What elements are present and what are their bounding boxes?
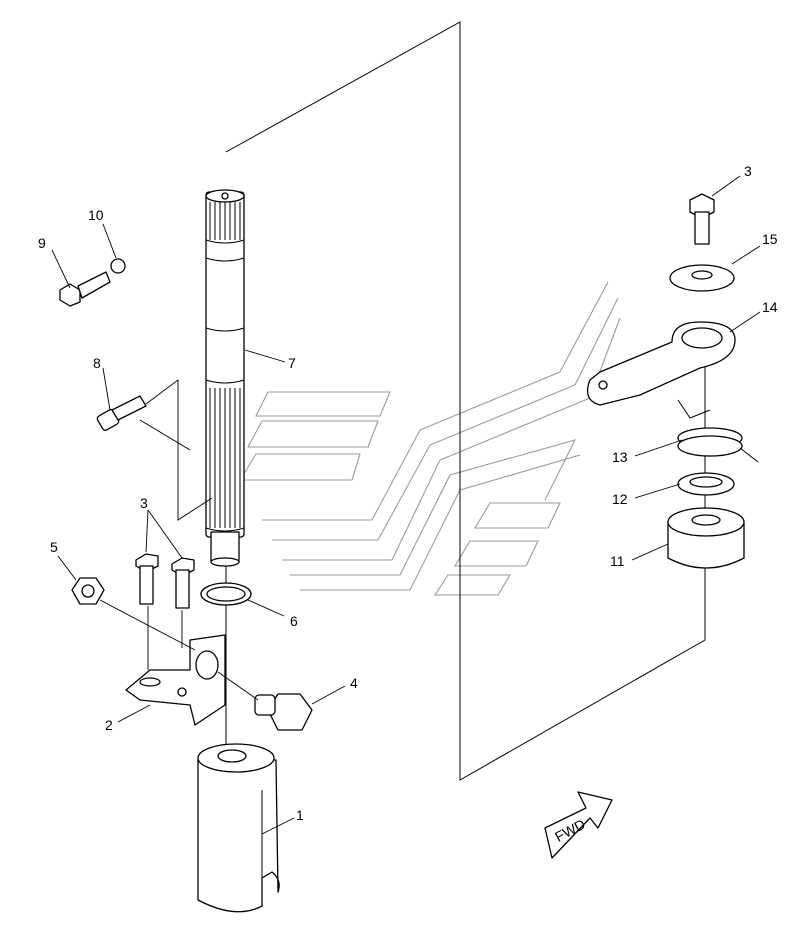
ball xyxy=(110,258,126,274)
callout-2: 2 xyxy=(105,717,113,733)
hex-nut xyxy=(71,577,105,605)
callout-9: 9 xyxy=(38,235,46,251)
callout-10: 10 xyxy=(88,207,104,223)
callout-12: 12 xyxy=(612,491,628,507)
callout-11: 11 xyxy=(610,553,625,569)
nut-reference-line xyxy=(99,599,196,651)
callout-15: 15 xyxy=(762,231,778,247)
bushing xyxy=(667,507,745,569)
pin-reference-line xyxy=(139,419,191,451)
callout-5: 5 xyxy=(50,539,58,555)
torsion-spring xyxy=(677,399,759,463)
assembly-reference-line xyxy=(225,21,706,781)
callout-3b: 3 xyxy=(744,163,752,179)
mounting-bracket xyxy=(125,634,226,726)
forward-direction-arrow: FWD xyxy=(544,791,613,859)
washer xyxy=(669,264,735,292)
screw-reference-line xyxy=(145,379,213,521)
callout-4: 4 xyxy=(350,675,358,691)
callout-8: 8 xyxy=(93,355,101,371)
o-ring xyxy=(200,582,252,606)
steering-shaft xyxy=(205,189,245,567)
watermark-logo xyxy=(239,281,621,596)
callout-3a: 3 xyxy=(140,495,148,511)
spacer-ring xyxy=(677,472,735,496)
bolt-left xyxy=(135,553,159,605)
socket-cap-screw xyxy=(96,395,147,431)
callout-13: 13 xyxy=(612,449,628,465)
callout-7: 7 xyxy=(288,355,296,371)
callout-6: 6 xyxy=(290,613,298,629)
bolt-right xyxy=(171,557,195,609)
callout-1: 1 xyxy=(296,807,304,823)
hex-bolt xyxy=(59,271,111,307)
plug-bolt xyxy=(254,693,313,731)
steering-arm xyxy=(586,321,736,406)
shaft-housing xyxy=(197,743,280,913)
plug-reference-line xyxy=(217,671,259,701)
callout-14: 14 xyxy=(762,299,778,315)
top-bolt xyxy=(689,193,715,245)
callout-leaders xyxy=(51,175,761,835)
